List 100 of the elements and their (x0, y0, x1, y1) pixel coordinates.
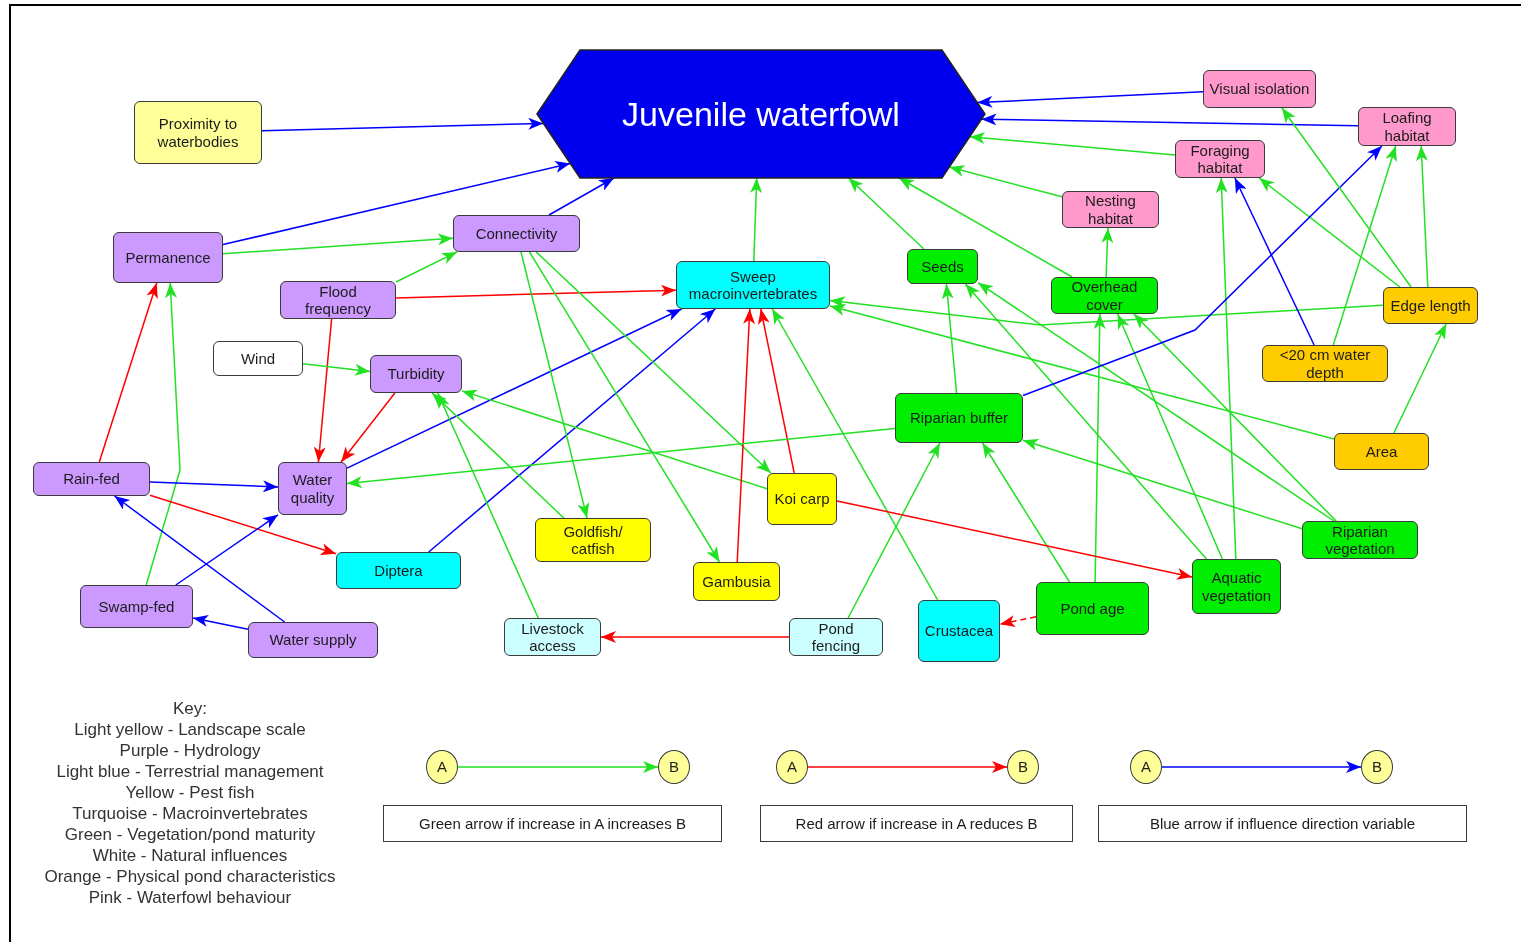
node-label: Aquatic vegetation (1200, 569, 1273, 604)
arrow (1415, 145, 1429, 288)
key-text: Purple - Hydrology (119, 740, 261, 761)
factor-box (907, 249, 978, 284)
legend-caption-box (1098, 805, 1467, 842)
arrow (771, 308, 939, 601)
node-label: Green arrow if increase in A increases B (419, 814, 686, 833)
arrow (898, 177, 1073, 278)
factor-box (895, 393, 1023, 443)
key-text: White - Natural influences (92, 845, 288, 866)
factor-box (789, 618, 883, 656)
arrow (528, 251, 721, 563)
arrow (395, 284, 677, 299)
arrow (980, 113, 1359, 127)
arrow (149, 480, 279, 493)
factor-box (1036, 582, 1149, 635)
node-label: Koi carp (774, 490, 830, 508)
legend-caption-box (383, 805, 722, 842)
factor-box (336, 552, 461, 589)
arrow (222, 233, 454, 255)
arrow (457, 761, 659, 773)
arrow (977, 281, 1335, 522)
key-text: Turquoise - Macroinvertebrates (72, 803, 308, 824)
key-text: Light yellow - Landscape scale (74, 719, 306, 740)
node-label: Nesting habitat (1084, 192, 1137, 227)
factor-box (113, 232, 223, 283)
arrow (437, 392, 539, 619)
node-label: Red arrow if increase in A reduces B (795, 814, 1038, 833)
arrow (941, 283, 958, 394)
arrow (520, 251, 590, 519)
arrow (976, 90, 1204, 108)
arrow (969, 132, 1176, 156)
factor-box (80, 585, 193, 628)
arrow (807, 761, 1008, 773)
factor-box (1358, 107, 1456, 146)
node-label: Blue arrow if influence direction variable (1149, 814, 1416, 833)
arrow (999, 615, 1037, 628)
node-label: Visual isolation (1209, 80, 1310, 98)
node-label: Water supply (269, 631, 357, 649)
arrow (1116, 313, 1224, 560)
node-label: Water quality (289, 471, 336, 506)
variable-circle (658, 750, 690, 784)
node-label: Diptera (374, 561, 423, 580)
arrow (836, 500, 1193, 580)
arrow (431, 392, 565, 519)
node-label: Gambusia (702, 572, 771, 591)
arrow (1281, 107, 1412, 288)
arrow (346, 427, 896, 489)
key-text: Light blue - Terrestrial management (56, 761, 324, 782)
factor-box (676, 261, 830, 309)
factor-box (213, 341, 303, 376)
node-label: <20 cm water depth (1278, 346, 1372, 381)
node-label: Sweep macroinvertebrates (687, 267, 819, 303)
arrow (302, 362, 371, 376)
node-label: Wind (240, 349, 276, 368)
node-label: Pond age (1060, 599, 1125, 618)
arrow (192, 615, 249, 630)
arrow (847, 177, 925, 250)
node-label: Riparian buffer (909, 409, 1009, 427)
factor-box (134, 101, 262, 164)
factor-box (504, 618, 601, 656)
factor-box (248, 622, 378, 658)
node-label: B (669, 758, 679, 776)
node-label: B (1018, 758, 1028, 776)
variable-circle (1130, 750, 1162, 784)
factor-box (535, 518, 651, 562)
variable-circle (1007, 750, 1039, 784)
arrow (1234, 177, 1315, 346)
factor-box (767, 473, 837, 525)
arrow (427, 308, 717, 553)
key-text: Pink - Waterfowl behaviour (88, 887, 292, 908)
arrow (313, 318, 333, 463)
arrow (145, 282, 181, 586)
node-label: Turbidity (387, 365, 445, 383)
factor-box (280, 281, 396, 319)
factor-box (1051, 277, 1158, 314)
key-text: Green - Vegetation/pond maturity (64, 824, 316, 845)
node-label: Edge length (1390, 296, 1471, 315)
factor-box (278, 462, 347, 515)
factor-box (1175, 140, 1265, 178)
node-label: Proximity to waterbodies (156, 115, 240, 150)
factor-box (1302, 521, 1418, 559)
key-text: Key: (173, 698, 207, 719)
node-label: Swamp-fed (98, 597, 175, 616)
node-label: B (1372, 758, 1382, 776)
factor-box (33, 462, 150, 496)
legend-caption-box (760, 805, 1073, 842)
arrow (1022, 145, 1383, 397)
factor-box (453, 215, 580, 252)
arrow (1101, 227, 1114, 278)
outcome-hexagon (537, 50, 985, 178)
arrow (149, 494, 337, 555)
node-label: Crustacea (924, 622, 994, 640)
key-text: Yellow - Pest fish (125, 782, 255, 803)
arrow (829, 296, 1384, 326)
factor-box (1383, 287, 1478, 324)
arrow (222, 161, 571, 246)
arrow (1161, 761, 1362, 773)
arrow (395, 251, 458, 283)
arrow (600, 631, 790, 643)
